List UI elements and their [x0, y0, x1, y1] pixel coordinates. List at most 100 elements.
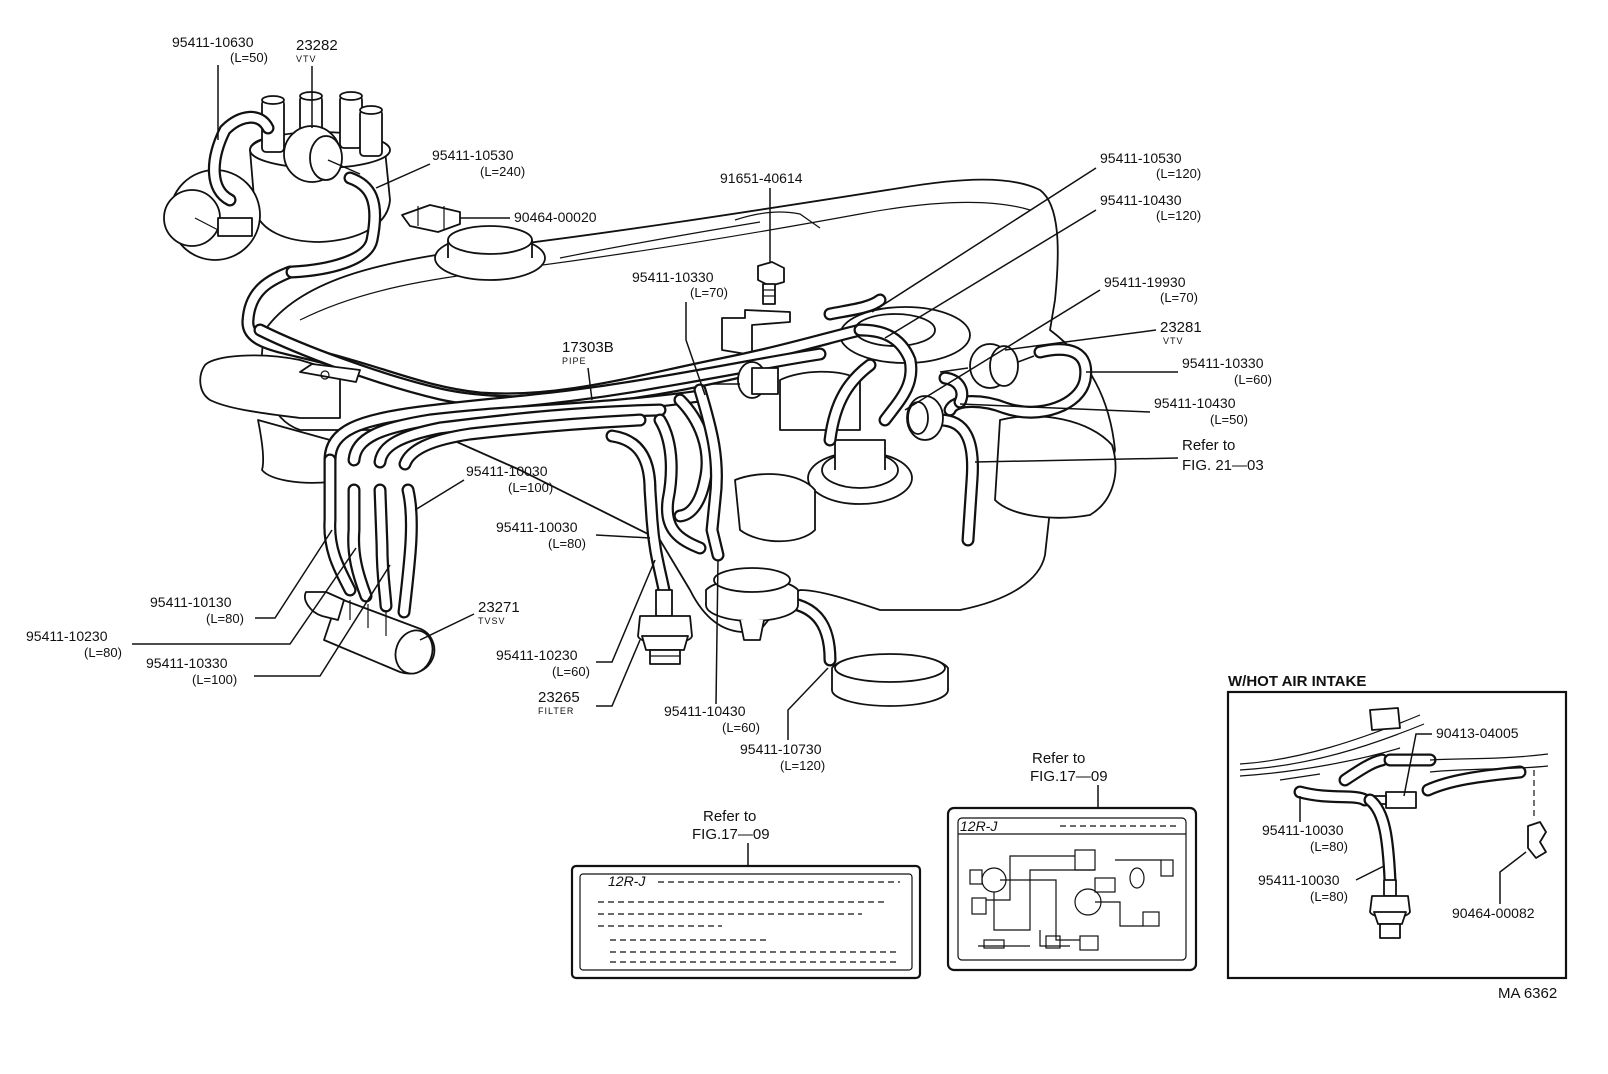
callout-95411-10330-l70: 95411-10330 (L=70)	[632, 269, 728, 396]
svg-text:(L=80): (L=80)	[548, 536, 586, 551]
callout-95411-10230-l80: 95411-10230 (L=80)	[26, 547, 357, 660]
svg-text:23281: 23281	[1160, 319, 1202, 336]
callout-95411-10330-l100: 95411-10330 (L=100)	[146, 564, 391, 687]
svg-text:W/HOT AIR INTAKE: W/HOT AIR INTAKE	[1228, 673, 1366, 690]
svg-text:(L=80): (L=80)	[1310, 839, 1348, 854]
svg-text:FILTER: FILTER	[538, 706, 574, 716]
svg-text:TVSV: TVSV	[478, 616, 506, 626]
svg-text:(L=60): (L=60)	[552, 664, 590, 679]
callout-refer-fig-21-03: Refer to FIG. 21—03	[974, 437, 1264, 474]
svg-text:23271: 23271	[478, 599, 520, 616]
svg-text:Refer to: Refer to	[1182, 437, 1235, 454]
callout-95411-10730: 95411-10730 (L=120)	[740, 667, 829, 773]
svg-text:(L=60): (L=60)	[1234, 372, 1272, 387]
filter-hoses	[605, 383, 837, 667]
svg-text:95411-10330: 95411-10330	[632, 269, 714, 285]
vsv-icon	[906, 395, 944, 441]
carb-solenoid-icon	[712, 361, 779, 399]
tvsv-23271-icon	[304, 591, 436, 675]
callout-95411-10030-l80: 95411-10030 (L=80)	[496, 519, 651, 551]
emission-label-a: Refer to FIG.17—09 12R-J	[570, 808, 922, 980]
vacuum-diaphragm-icon	[705, 567, 799, 641]
tvsv-hoses	[323, 453, 418, 619]
callout-23271: 23271 TVSV	[419, 599, 520, 641]
callout-23281: 23281 VTV	[1004, 319, 1202, 351]
callout-95411-10030-l100: 95411-10030 (L=100)	[414, 463, 553, 511]
figure-code: MA 6362	[1498, 985, 1557, 1002]
svg-text:Refer to: Refer to	[703, 808, 756, 825]
distributor	[163, 91, 391, 261]
svg-text:(L=70): (L=70)	[690, 285, 728, 300]
callout-95411-10430-l50: 95411-10430 (L=50)	[959, 395, 1248, 427]
svg-text:95411-10030: 95411-10030	[466, 463, 548, 479]
hose-clip-icon	[401, 204, 461, 233]
callout-91651-40614: 91651-40614	[720, 170, 803, 262]
svg-text:95411-10030: 95411-10030	[1262, 822, 1344, 838]
svg-text:Refer to: Refer to	[1032, 750, 1085, 767]
svg-text:95411-10430: 95411-10430	[1154, 395, 1236, 411]
svg-text:(L=80): (L=80)	[206, 611, 244, 626]
svg-text:(L=50): (L=50)	[230, 50, 268, 65]
callout-95411-19930: 95411-19930 (L=70)	[904, 274, 1198, 411]
svg-text:17303B: 17303B	[562, 339, 614, 356]
svg-text:95411-10330: 95411-10330	[146, 655, 228, 671]
svg-text:95411-10530: 95411-10530	[432, 147, 514, 163]
svg-text:95411-19930: 95411-19930	[1104, 274, 1186, 290]
svg-text:(L=70): (L=70)	[1160, 290, 1198, 305]
svg-text:95411-10630: 95411-10630	[172, 34, 254, 50]
svg-text:95411-10130: 95411-10130	[150, 594, 232, 610]
callout-95411-10530-l120: 95411-10530 (L=120)	[871, 150, 1201, 313]
svg-text:12R-J: 12R-J	[608, 873, 646, 889]
distributor-hoses	[207, 110, 382, 279]
inset-hot-air-intake: W/HOT AIR INTAKE 90413-04005	[1226, 673, 1568, 980]
bolt-icon	[757, 261, 785, 305]
svg-text:(L=240): (L=240)	[480, 164, 525, 179]
svg-text:95411-10430: 95411-10430	[664, 703, 746, 719]
svg-text:95411-10030: 95411-10030	[496, 519, 578, 535]
svg-text:90413-04005: 90413-04005	[1436, 725, 1519, 741]
svg-text:VTV: VTV	[296, 54, 317, 64]
svg-text:FIG.17—09: FIG.17—09	[1030, 768, 1108, 785]
svg-text:23282: 23282	[296, 37, 338, 54]
svg-text:91651-40614: 91651-40614	[720, 170, 803, 186]
svg-text:23265: 23265	[538, 689, 580, 706]
svg-text:(L=80): (L=80)	[84, 645, 122, 660]
svg-text:(L=50): (L=50)	[1210, 412, 1248, 427]
callout-95411-10330-l60: 95411-10330 (L=60)	[1086, 355, 1272, 387]
emission-label-b: Refer to FIG.17—09 12R-J	[946, 750, 1198, 972]
callout-95411-10130: 95411-10130 (L=80)	[150, 529, 333, 626]
svg-text:(L=120): (L=120)	[1156, 208, 1201, 223]
callout-23282: 23282 VTV	[296, 37, 338, 128]
svg-text:(L=100): (L=100)	[192, 672, 237, 687]
svg-text:12R-J: 12R-J	[960, 818, 998, 834]
callout-17303b: 17303B PIPE	[562, 339, 614, 401]
svg-text:95411-10730: 95411-10730	[740, 741, 822, 757]
svg-text:95411-10430: 95411-10430	[1100, 192, 1182, 208]
vtv-23281-icon	[939, 343, 1035, 389]
svg-text:PIPE: PIPE	[562, 356, 587, 366]
callout-95411-10430-l120: 95411-10430 (L=120)	[884, 192, 1201, 339]
svg-text:(L=120): (L=120)	[780, 758, 825, 773]
svg-text:95411-10230: 95411-10230	[496, 647, 578, 663]
svg-text:(L=80): (L=80)	[1310, 889, 1348, 904]
callout-90464-00020: 90464-00020	[460, 209, 597, 225]
svg-text:FIG. 21—03: FIG. 21—03	[1182, 457, 1264, 474]
callout-95411-10230-l60: 95411-10230 (L=60)	[496, 559, 656, 679]
svg-text:95411-10330: 95411-10330	[1182, 355, 1264, 371]
carburettor-hoses	[823, 293, 1093, 547]
svg-text:95411-10530: 95411-10530	[1100, 150, 1182, 166]
filter-23265-icon	[637, 589, 693, 665]
callout-23265: 23265 FILTER	[538, 639, 641, 716]
svg-text:(L=100): (L=100)	[508, 480, 553, 495]
svg-text:90464-00020: 90464-00020	[514, 209, 597, 225]
svg-text:(L=60): (L=60)	[722, 720, 760, 735]
callout-95411-10530-l240: 95411-10530 (L=240)	[375, 147, 525, 189]
callout-95411-10430-l60: 95411-10430 (L=60)	[664, 559, 760, 735]
svg-text:VTV: VTV	[1163, 336, 1184, 346]
svg-text:95411-10030: 95411-10030	[1258, 872, 1340, 888]
svg-text:95411-10230: 95411-10230	[26, 628, 108, 644]
callout-95411-10630: 95411-10630 (L=50)	[172, 34, 268, 140]
svg-text:FIG.17—09: FIG.17—09	[692, 826, 770, 843]
svg-text:(L=120): (L=120)	[1156, 166, 1201, 181]
